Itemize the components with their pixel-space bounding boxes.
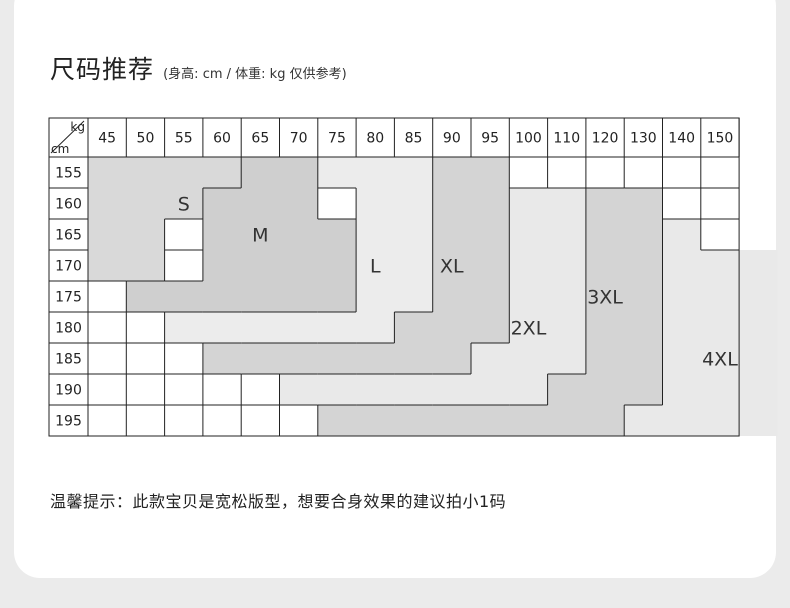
size-region-xl: [432, 281, 510, 312]
size-region-s: [88, 157, 242, 188]
size-label-4xl: 4XL: [702, 349, 738, 371]
size-region-2xl: [509, 281, 586, 312]
weight-header: 100: [515, 131, 542, 147]
weight-header: 50: [137, 131, 155, 147]
size-label-2xl: 2XL: [511, 318, 547, 340]
size-region-m: [202, 250, 357, 281]
page-title: 尺码推荐 (身高: cm / 体重: kg 仅供参考): [50, 50, 347, 86]
size-region-4xl: [662, 374, 778, 405]
size-region-3xl: [317, 405, 625, 436]
height-header: 155: [55, 166, 82, 182]
height-header: 175: [55, 290, 82, 306]
size-region-m: [202, 219, 357, 250]
weight-header: 120: [592, 131, 619, 147]
size-region-l: [317, 157, 433, 188]
size-label-s: S: [178, 194, 190, 216]
weight-header: 130: [630, 131, 657, 147]
corner-weight-unit: kg: [70, 120, 85, 134]
title-text: 尺码推荐: [50, 55, 155, 84]
size-region-2xl: [509, 250, 586, 281]
size-region-xl: [432, 188, 510, 219]
size-label-xl: XL: [440, 256, 464, 278]
height-header: 160: [55, 197, 82, 213]
weight-header: 95: [481, 131, 499, 147]
footer-tip: 温馨提示：此款宝贝是宽松版型，想要合身效果的建议拍小1码: [50, 492, 507, 511]
size-region-2xl: [471, 343, 586, 374]
size-region-3xl: [585, 343, 663, 374]
size-region-3xl: [547, 374, 663, 405]
size-label-l: L: [370, 256, 381, 278]
height-header: 185: [55, 352, 82, 368]
size-region-4xl: [662, 250, 778, 281]
corner-height-unit: cm: [51, 142, 69, 156]
size-region-m: [126, 281, 357, 312]
size-region-xl: [202, 343, 510, 374]
size-region-xl: [432, 219, 510, 250]
size-region-4xl: [624, 405, 778, 436]
corner-diagonal: [50, 120, 85, 154]
size-region-xl: [394, 312, 510, 343]
weight-header: 55: [175, 131, 193, 147]
weight-header: 65: [251, 131, 269, 147]
height-header: 190: [55, 383, 82, 399]
size-region-3xl: [585, 281, 663, 312]
size-region-3xl: [585, 219, 663, 250]
size-region-xl: [432, 157, 510, 188]
size-region-4xl: [662, 281, 778, 312]
size-label-3xl: 3XL: [587, 287, 623, 309]
weight-header: 150: [707, 131, 734, 147]
weight-header: 110: [553, 131, 580, 147]
size-region-4xl: [662, 312, 778, 343]
size-region-s: [88, 219, 165, 250]
height-header: 165: [55, 228, 82, 244]
size-region-l: [164, 312, 433, 343]
size-region-s: [88, 250, 165, 281]
height-header: 180: [55, 321, 82, 337]
height-header: 170: [55, 259, 82, 275]
size-region-3xl: [585, 312, 663, 343]
table-border: [48, 117, 740, 437]
size-region-2xl: [279, 374, 586, 405]
size-region-4xl: [662, 219, 701, 250]
weight-header: 80: [366, 131, 384, 147]
size-region-l: [356, 281, 433, 312]
weight-header: 60: [213, 131, 231, 147]
size-region-3xl: [585, 250, 663, 281]
size-region-xl: [432, 250, 510, 281]
size-region-2xl: [509, 188, 586, 219]
weight-header: 70: [290, 131, 308, 147]
size-region-4xl: [662, 343, 778, 374]
title-note: (身高: cm / 体重: kg 仅供参考): [163, 67, 347, 82]
size-region-2xl: [509, 219, 586, 250]
size-region-l: [356, 250, 433, 281]
height-header: 195: [55, 414, 82, 430]
size-region-m: [202, 188, 318, 219]
weight-header: 45: [98, 131, 116, 147]
size-region-m: [241, 157, 318, 188]
size-region-l: [356, 219, 433, 250]
size-region-3xl: [585, 188, 663, 219]
weight-header: 75: [328, 131, 346, 147]
weight-header: 140: [668, 131, 695, 147]
weight-header: 90: [443, 131, 461, 147]
weight-header: 85: [405, 131, 423, 147]
size-region-2xl: [509, 312, 586, 343]
size-label-m: M: [252, 225, 268, 247]
size-region-l: [356, 188, 433, 219]
